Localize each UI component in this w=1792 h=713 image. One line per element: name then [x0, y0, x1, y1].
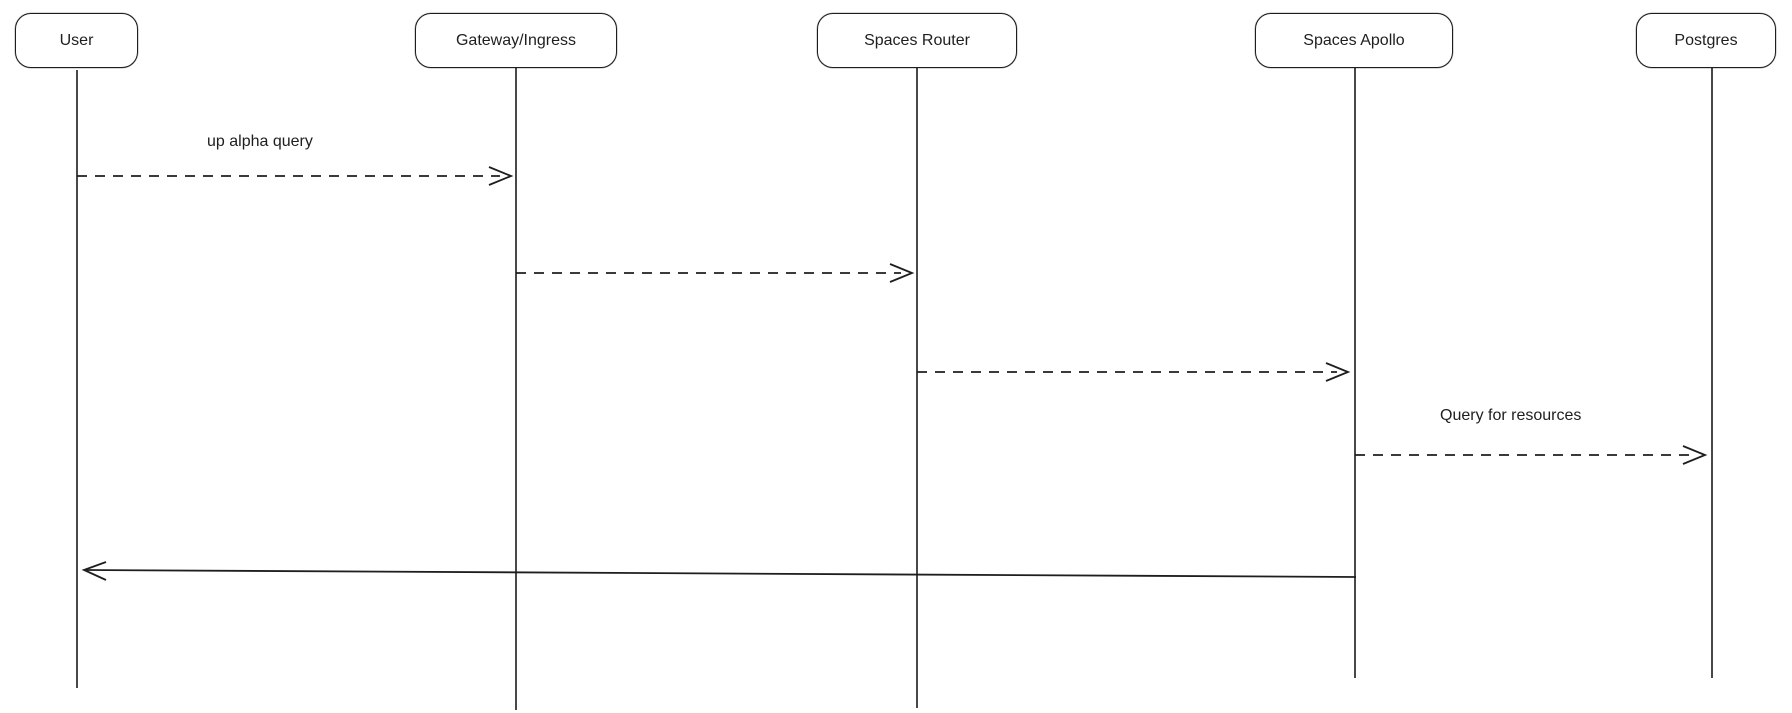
actor-box-postgres: Postgres	[1636, 13, 1776, 68]
arrowhead-right-icon	[1682, 445, 1708, 465]
actor-label-spaces-apollo: Spaces Apollo	[1303, 31, 1405, 49]
actor-box-gateway-ingress: Gateway/Ingress	[415, 13, 617, 68]
message-arrow-gateway-to-router	[516, 263, 915, 283]
actor-label-gateway-ingress: Gateway/Ingress	[455, 31, 577, 49]
message-arrow-apollo-to-postgres	[1355, 445, 1708, 465]
actor-label-spaces-router: Spaces Router	[864, 31, 970, 49]
message-arrow-user-to-gateway	[77, 166, 514, 186]
message-label-query-for-resources: Query for resources	[1440, 407, 1582, 424]
actor-box-spaces-apollo: Spaces Apollo	[1255, 13, 1453, 68]
arrowhead-right-icon	[889, 263, 915, 283]
actor-box-user: User	[15, 13, 138, 68]
actor-label-user: User	[59, 31, 94, 49]
arrowhead-right-icon	[488, 166, 514, 186]
actor-label-postgres: Postgres	[1674, 31, 1738, 49]
message-label-up-alpha-query: up alpha query	[207, 133, 313, 150]
actor-box-spaces-router: Spaces Router	[817, 13, 1017, 68]
arrowhead-right-icon	[1325, 362, 1351, 382]
message-arrow-router-to-apollo	[917, 362, 1351, 382]
message-arrow-apollo-to-user	[81, 561, 1357, 581]
arrowhead-left-icon	[81, 561, 107, 581]
